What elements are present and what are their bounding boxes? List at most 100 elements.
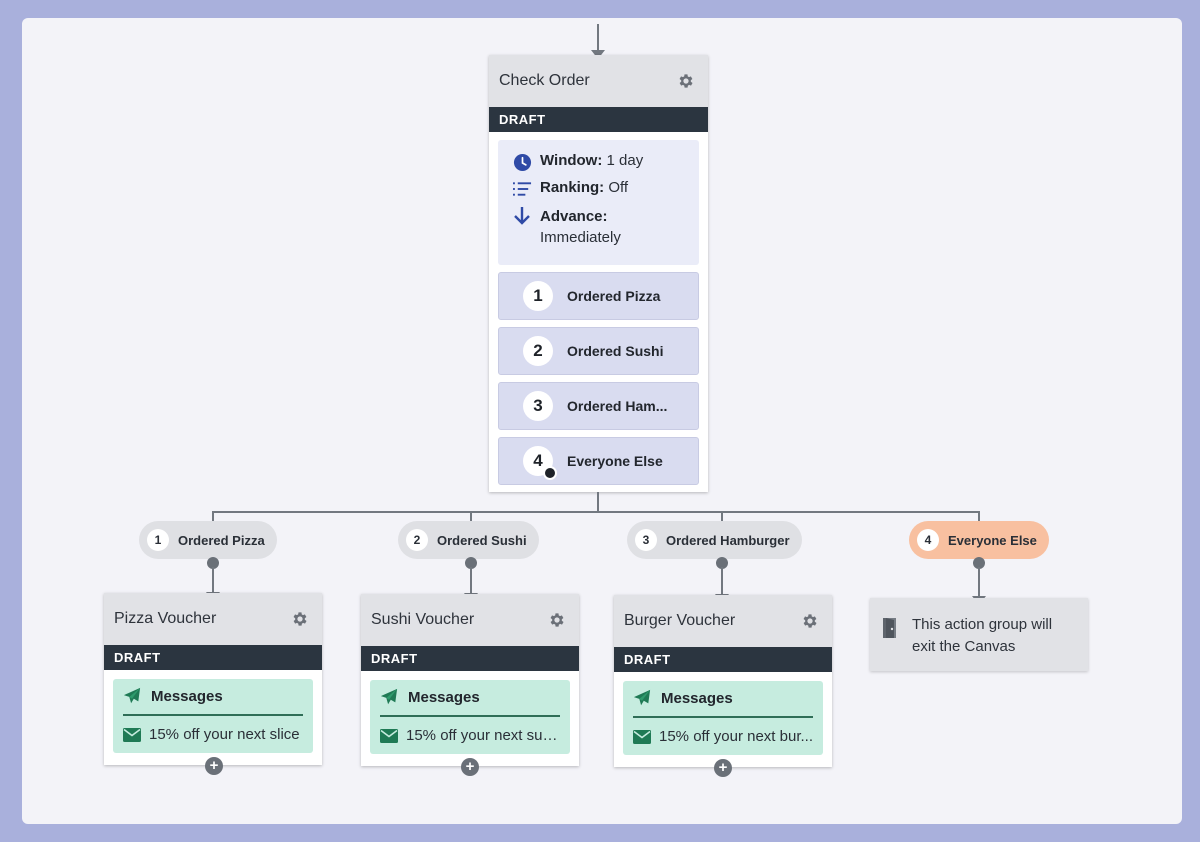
- plus-icon[interactable]: +: [714, 759, 732, 777]
- path-label: Ordered Sushi: [567, 343, 664, 359]
- message-item[interactable]: 15% off your next slice: [123, 726, 303, 743]
- branch-pill-3[interactable]: 3 Ordered Hamburger: [627, 521, 802, 559]
- messages-label: Messages: [408, 688, 480, 706]
- connector-3: [721, 567, 723, 595]
- connector-2: [470, 567, 472, 594]
- messages-section[interactable]: Messages 15% off your next sushi: [370, 680, 570, 754]
- burger-voucher-card[interactable]: Burger Voucher DRAFT Messages 15% off yo…: [614, 595, 832, 767]
- connector-dot-3[interactable]: [716, 557, 728, 569]
- message-item[interactable]: 15% off your next sushi: [380, 727, 560, 744]
- branch-drop-4: [978, 511, 980, 523]
- messages-header: Messages: [123, 687, 303, 716]
- connector-4: [978, 567, 980, 597]
- branch-label: Ordered Hamburger: [666, 532, 790, 548]
- step-header[interactable]: Pizza Voucher: [104, 593, 322, 645]
- advance-value: Immediately: [540, 229, 621, 246]
- window-label: Window:: [540, 152, 603, 169]
- message-text: 15% off your next bur...: [659, 728, 813, 745]
- incoming-arrowhead: [591, 50, 605, 59]
- step-title: Pizza Voucher: [114, 610, 217, 627]
- draft-badge: DRAFT: [361, 646, 579, 671]
- gear-icon[interactable]: [547, 610, 567, 630]
- connector-1: [212, 567, 214, 593]
- branch-label: Ordered Pizza: [178, 532, 265, 548]
- gear-icon[interactable]: [290, 609, 310, 629]
- advance-label: Advance:: [540, 208, 608, 225]
- branch-number: 3: [635, 529, 657, 551]
- message-text: 15% off your next sushi: [406, 727, 560, 744]
- gear-icon[interactable]: [800, 611, 820, 631]
- branch-number: 1: [147, 529, 169, 551]
- envelope-icon: [633, 729, 651, 744]
- gear-icon[interactable]: [676, 71, 696, 91]
- path-item-4[interactable]: 4 Everyone Else: [498, 437, 699, 485]
- path-label: Everyone Else: [567, 453, 663, 469]
- draft-badge: DRAFT: [614, 647, 832, 672]
- branch-drop-3: [721, 511, 723, 523]
- envelope-icon: [380, 728, 398, 743]
- path-number: 3: [523, 391, 553, 421]
- branch-label: Ordered Sushi: [437, 532, 527, 548]
- branch-number: 4: [917, 529, 939, 551]
- branch-bus: [212, 511, 980, 513]
- clock-icon: [512, 152, 532, 172]
- arrow-down-icon: [512, 206, 532, 226]
- message-item[interactable]: 15% off your next bur...: [633, 728, 813, 745]
- branch-pill-4[interactable]: 4 Everyone Else: [909, 521, 1049, 559]
- messages-section[interactable]: Messages 15% off your next bur...: [623, 681, 823, 755]
- window-value: 1 day: [606, 152, 644, 169]
- messages-label: Messages: [661, 689, 733, 707]
- step-header[interactable]: Burger Voucher: [614, 595, 832, 647]
- messages-label: Messages: [151, 687, 223, 705]
- path-label: Ordered Ham...: [567, 398, 668, 414]
- door-exit-icon: [882, 616, 902, 647]
- message-text: 15% off your next slice: [149, 726, 300, 743]
- branch-pill-2[interactable]: 2 Ordered Sushi: [398, 521, 539, 559]
- sushi-voucher-card[interactable]: Sushi Voucher DRAFT Messages 15% off you…: [361, 594, 579, 766]
- advance-row: Advance: Immediately: [512, 206, 685, 248]
- paper-plane-icon: [633, 689, 651, 707]
- check-order-card[interactable]: Check Order DRAFT Window: 1 day Ranking:…: [489, 55, 708, 492]
- ranking-label: Ranking:: [540, 179, 605, 196]
- path-number: 1: [523, 281, 553, 311]
- branch-pill-1[interactable]: 1 Ordered Pizza: [139, 521, 277, 559]
- step-header[interactable]: Sushi Voucher: [361, 594, 579, 646]
- draft-badge: DRAFT: [104, 645, 322, 670]
- exit-canvas-box[interactable]: This action group will exit the Canvas: [870, 598, 1088, 671]
- messages-section[interactable]: Messages 15% off your next slice: [113, 679, 313, 753]
- envelope-icon: [123, 727, 141, 742]
- step-title: Sushi Voucher: [371, 611, 475, 628]
- path-number: 2: [523, 336, 553, 366]
- split-connector: [597, 492, 599, 512]
- incoming-connector: [597, 24, 599, 52]
- window-row: Window: 1 day: [512, 152, 685, 172]
- pizza-voucher-card[interactable]: Pizza Voucher DRAFT Messages 15% off you…: [104, 593, 322, 765]
- branch-drop-2: [470, 511, 472, 523]
- ranking-row: Ranking: Off: [512, 179, 685, 199]
- path-item-3[interactable]: 3 Ordered Ham...: [498, 382, 699, 430]
- check-order-title: Check Order: [499, 72, 590, 89]
- messages-header: Messages: [633, 689, 813, 718]
- path-label: Ordered Pizza: [567, 288, 661, 304]
- branch-label: Everyone Else: [948, 532, 1037, 548]
- check-order-header[interactable]: Check Order: [489, 55, 708, 107]
- connector-dot-1[interactable]: [207, 557, 219, 569]
- exit-text: This action group will exit the Canvas: [912, 616, 1053, 655]
- path-item-2[interactable]: 2 Ordered Sushi: [498, 327, 699, 375]
- paper-plane-icon: [380, 688, 398, 706]
- branch-drop-1: [212, 511, 214, 523]
- ranking-list-icon: [512, 179, 532, 199]
- paper-plane-icon: [123, 687, 141, 705]
- messages-header: Messages: [380, 688, 560, 717]
- ranking-value: Off: [608, 179, 629, 196]
- connector-dot-4[interactable]: [973, 557, 985, 569]
- step-title: Burger Voucher: [624, 612, 736, 629]
- plus-icon[interactable]: +: [461, 758, 479, 776]
- draft-badge: DRAFT: [489, 107, 708, 132]
- path-item-1[interactable]: 1 Ordered Pizza: [498, 272, 699, 320]
- settings-summary: Window: 1 day Ranking: Off Advance: Immed…: [498, 140, 699, 265]
- plus-icon[interactable]: +: [205, 757, 223, 775]
- cursor-icon: [543, 466, 557, 480]
- connector-dot-2[interactable]: [465, 557, 477, 569]
- branch-number: 2: [406, 529, 428, 551]
